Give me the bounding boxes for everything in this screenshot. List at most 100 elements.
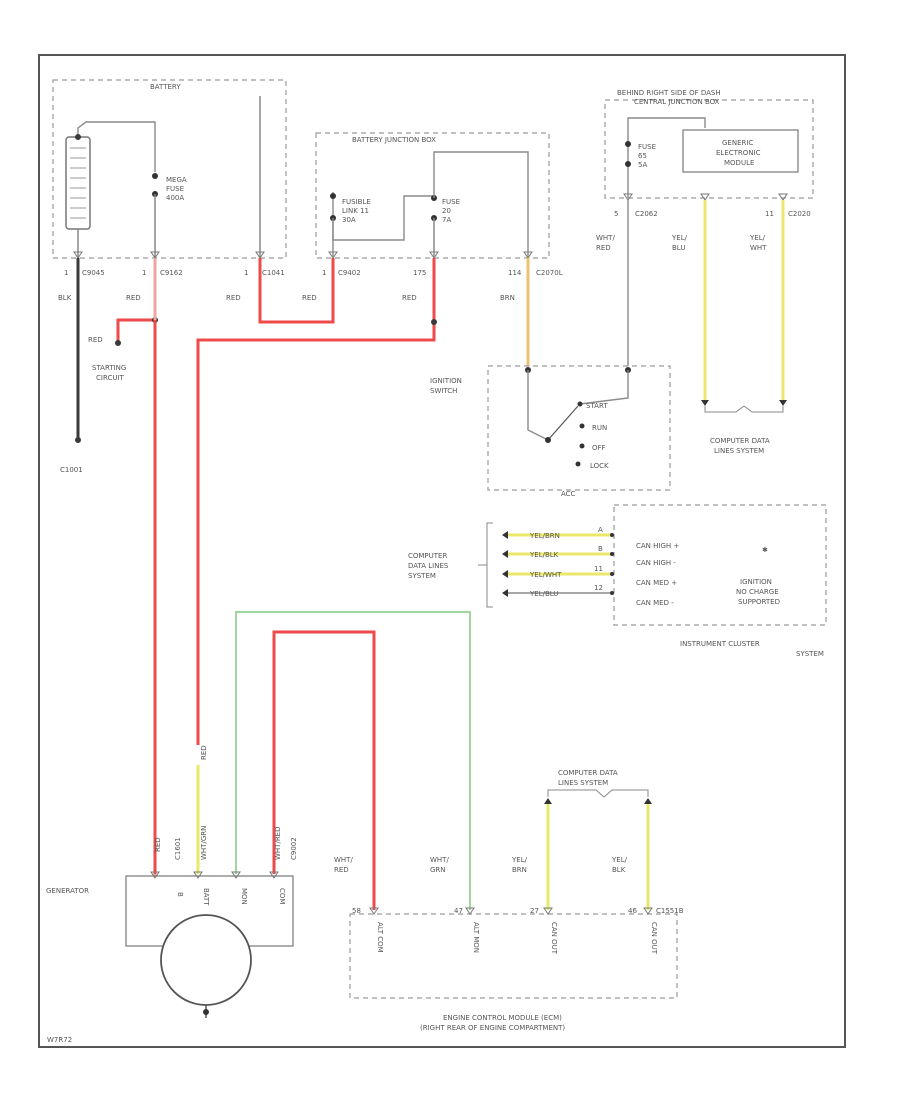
svg-text:LINES SYSTEM: LINES SYSTEM xyxy=(714,447,764,455)
svg-text:FUSE: FUSE xyxy=(638,143,656,151)
svg-text:FUSE: FUSE xyxy=(166,185,184,193)
computer-data-lines-label-right: COMPUTER DATA xyxy=(710,437,770,445)
svg-text:CENTRAL JUNCTION BOX: CENTRAL JUNCTION BOX xyxy=(634,98,720,106)
svg-text:RED: RED xyxy=(596,244,611,252)
svg-text:LOCK: LOCK xyxy=(590,462,609,470)
svg-text:65: 65 xyxy=(638,152,647,160)
svg-text:NO CHARGE: NO CHARGE xyxy=(736,588,779,596)
svg-text:YEL/: YEL/ xyxy=(671,234,688,242)
svg-text:YEL/: YEL/ xyxy=(511,856,528,864)
svg-text:GRN: GRN xyxy=(430,866,446,874)
svg-text:ELECTRONIC: ELECTRONIC xyxy=(716,149,761,157)
svg-text:START: START xyxy=(586,402,608,410)
svg-text:CAN MED -: CAN MED - xyxy=(636,599,674,607)
svg-text:11: 11 xyxy=(765,210,774,218)
svg-text:1: 1 xyxy=(244,269,248,277)
svg-text:COMPUTER: COMPUTER xyxy=(408,552,447,560)
battery-icon xyxy=(65,136,91,230)
svg-text:27: 27 xyxy=(530,907,539,915)
svg-text:BLU: BLU xyxy=(672,244,685,252)
starting-wire xyxy=(116,318,155,342)
svg-text:C1551B: C1551B xyxy=(656,907,684,915)
svg-text:LINK 11: LINK 11 xyxy=(342,207,369,215)
svg-text:114: 114 xyxy=(508,269,522,277)
engine-control-module: WHT/ RED WHT/ GRN YEL/ BRN YEL/ BLK 58 4… xyxy=(334,856,684,1032)
svg-text:YEL/BLK: YEL/BLK xyxy=(529,551,559,559)
svg-text:RED: RED xyxy=(226,294,241,302)
svg-text:(RIGHT REAR OF ENGINE COMPARTM: (RIGHT REAR OF ENGINE COMPARTMENT) xyxy=(420,1024,565,1032)
svg-text:DATA LINES: DATA LINES xyxy=(408,562,449,570)
svg-text:C1001: C1001 xyxy=(60,466,83,474)
charge-lamp-icon: ✱ xyxy=(762,546,768,554)
battery-group: BATTERY MEGA FUSE 400A xyxy=(52,79,287,259)
svg-text:20: 20 xyxy=(442,207,451,215)
svg-text:IGNITION: IGNITION xyxy=(740,578,772,586)
svg-text:175: 175 xyxy=(413,269,426,277)
svg-text:BATTERY JUNCTION BOX: BATTERY JUNCTION BOX xyxy=(352,136,436,144)
svg-text:LINES SYSTEM: LINES SYSTEM xyxy=(558,779,608,787)
battery-junction-box: BATTERY JUNCTION BOX FUSIBLE LINK 11 30A… xyxy=(315,132,550,259)
svg-text:B: B xyxy=(176,892,184,897)
svg-text:C9045: C9045 xyxy=(82,269,105,277)
svg-text:A: A xyxy=(598,526,603,534)
svg-text:B: B xyxy=(598,545,603,553)
svg-text:5: 5 xyxy=(614,210,618,218)
instrument-cluster: COMPUTER DATA LINES SYSTEM YEL/BRN YEL/B… xyxy=(408,504,827,658)
svg-text:1: 1 xyxy=(142,269,146,277)
svg-text:FUSIBLE: FUSIBLE xyxy=(342,198,371,206)
svg-text:OFF: OFF xyxy=(592,444,606,452)
battery-title: BATTERY xyxy=(150,83,181,91)
connector-row xyxy=(73,251,533,259)
svg-text:CAN OUT: CAN OUT xyxy=(650,922,658,955)
svg-text:5A: 5A xyxy=(638,161,647,169)
wire-label-blk: BLK xyxy=(58,294,72,302)
svg-text:C2070L: C2070L xyxy=(536,269,563,277)
svg-text:CAN HIGH +: CAN HIGH + xyxy=(636,542,679,550)
svg-text:YEL/BLU: YEL/BLU xyxy=(529,590,558,598)
svg-text:C9002: C9002 xyxy=(290,837,298,860)
svg-text:WHT/: WHT/ xyxy=(596,234,615,242)
svg-text:ALT COM: ALT COM xyxy=(376,922,384,953)
svg-text:CAN HIGH -: CAN HIGH - xyxy=(636,559,676,567)
svg-text:1: 1 xyxy=(322,269,326,277)
svg-text:WHT/RED: WHT/RED xyxy=(274,827,282,861)
svg-text:GENERIC: GENERIC xyxy=(722,139,753,147)
svg-text:COM: COM xyxy=(278,888,286,904)
footer-code: W7R72 xyxy=(47,1036,72,1044)
generator-icon xyxy=(160,914,252,1006)
svg-text:RED: RED xyxy=(154,837,162,852)
central-junction-box: BEHIND RIGHT SIDE OF DASH CENTRAL JUNCTI… xyxy=(604,89,814,199)
svg-text:C9162: C9162 xyxy=(160,269,183,277)
svg-text:INSTRUMENT CLUSTER: INSTRUMENT CLUSTER xyxy=(680,640,760,648)
svg-text:CIRCUIT: CIRCUIT xyxy=(96,374,125,382)
svg-text:C2020: C2020 xyxy=(788,210,811,218)
svg-text:BATT: BATT xyxy=(202,888,210,906)
svg-text:CAN MED +: CAN MED + xyxy=(636,579,677,587)
svg-text:WHT/: WHT/ xyxy=(430,856,449,864)
svg-text:WHT/: WHT/ xyxy=(334,856,353,864)
svg-text:CAN OUT: CAN OUT xyxy=(550,922,558,955)
svg-text:WHT: WHT xyxy=(750,244,767,252)
svg-text:47: 47 xyxy=(454,907,463,915)
svg-text:RED: RED xyxy=(334,866,349,874)
svg-text:C9402: C9402 xyxy=(338,269,361,277)
svg-text:C2062: C2062 xyxy=(635,210,658,218)
svg-text:SYSTEM: SYSTEM xyxy=(408,572,436,580)
starting-circuit-label: STARTING xyxy=(92,364,126,372)
mega-fuse-icon xyxy=(152,173,158,179)
svg-text:C1601: C1601 xyxy=(174,837,182,860)
svg-text:BRN: BRN xyxy=(512,866,527,874)
svg-text:WHT/GRN: WHT/GRN xyxy=(200,826,208,860)
svg-text:RED: RED xyxy=(88,336,103,344)
svg-text:ACC: ACC xyxy=(561,490,576,498)
alt-mon-wire xyxy=(235,611,471,910)
svg-text:MON: MON xyxy=(240,888,248,905)
svg-text:RUN: RUN xyxy=(592,424,607,432)
svg-text:YEL/WHT: YEL/WHT xyxy=(529,571,562,579)
svg-text:12: 12 xyxy=(594,584,603,592)
svg-text:SYSTEM: SYSTEM xyxy=(796,650,824,658)
svg-text:ENGINE CONTROL MODULE (ECM): ENGINE CONTROL MODULE (ECM) xyxy=(443,1014,562,1022)
svg-text:RED: RED xyxy=(126,294,141,302)
svg-text:IGNITION: IGNITION xyxy=(430,377,462,385)
